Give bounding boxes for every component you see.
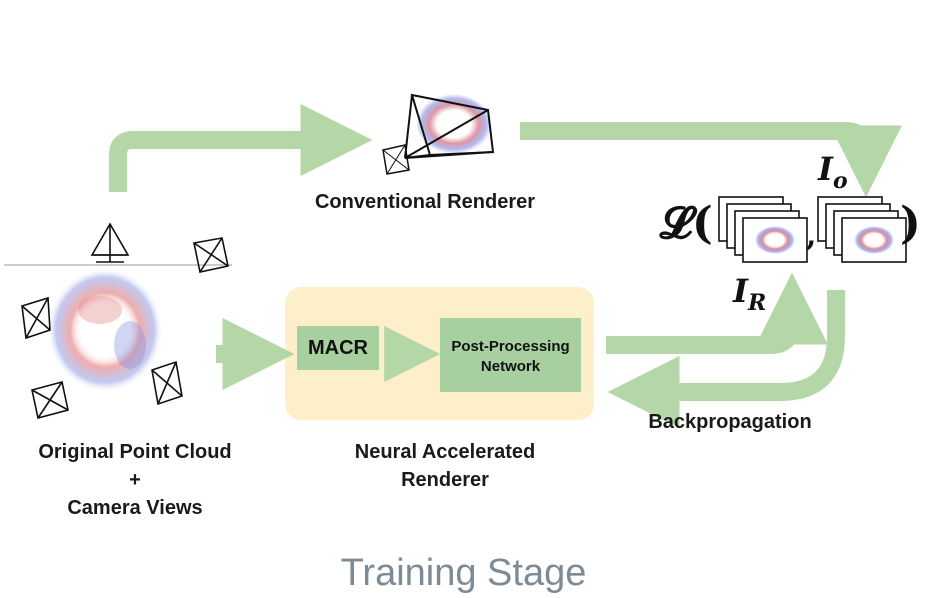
- i-r-label: IR: [733, 272, 766, 316]
- post-processing-label-line2: Network: [480, 357, 541, 375]
- macr-box: [297, 326, 379, 370]
- post-processing-label-line1: Post-Processing: [451, 337, 570, 355]
- camera-icon: [21, 296, 51, 340]
- rendered-image-stack: [718, 196, 808, 263]
- point-cloud-image: [47, 268, 163, 392]
- camera-icon: [151, 360, 183, 406]
- arrow-to-conventional: [109, 104, 373, 192]
- camera-icon: [193, 237, 229, 273]
- original-image-stack: [817, 196, 907, 263]
- arrow-neural-to-loss: [606, 272, 828, 354]
- arrow-conventional-to-loss: [520, 122, 902, 198]
- source-label-line2: +: [129, 469, 141, 491]
- i-o-base: I: [818, 150, 833, 188]
- i-r-sub: R: [747, 290, 767, 316]
- conventional-renderer-label: Conventional Renderer: [314, 191, 536, 213]
- source-label-line3: Camera Views: [67, 497, 203, 519]
- i-o-sub: o: [832, 168, 848, 194]
- source-label-line1: Original Point Cloud: [38, 441, 232, 463]
- macr-label: MACR: [308, 336, 368, 359]
- neural-renderer-label-line1: Neural Accelerated: [354, 441, 536, 463]
- neural-renderer-label-line2: Renderer: [401, 469, 489, 491]
- backpropagation-label: Backpropagation: [648, 411, 812, 433]
- i-o-label: Io: [818, 150, 848, 194]
- i-r-base: I: [733, 272, 748, 310]
- arrow-backpropagation: [607, 290, 845, 428]
- camera-icon: [31, 381, 69, 419]
- loss-close-paren: ): [900, 198, 921, 249]
- loss-comma: ,: [806, 218, 817, 253]
- conventional-renderer-frustum-icon: [382, 93, 495, 175]
- caption: Training Stage: [340, 552, 587, 594]
- post-processing-box: [440, 318, 581, 392]
- loss-symbol: 𝓛(: [660, 198, 713, 249]
- camera-icon: [90, 222, 130, 263]
